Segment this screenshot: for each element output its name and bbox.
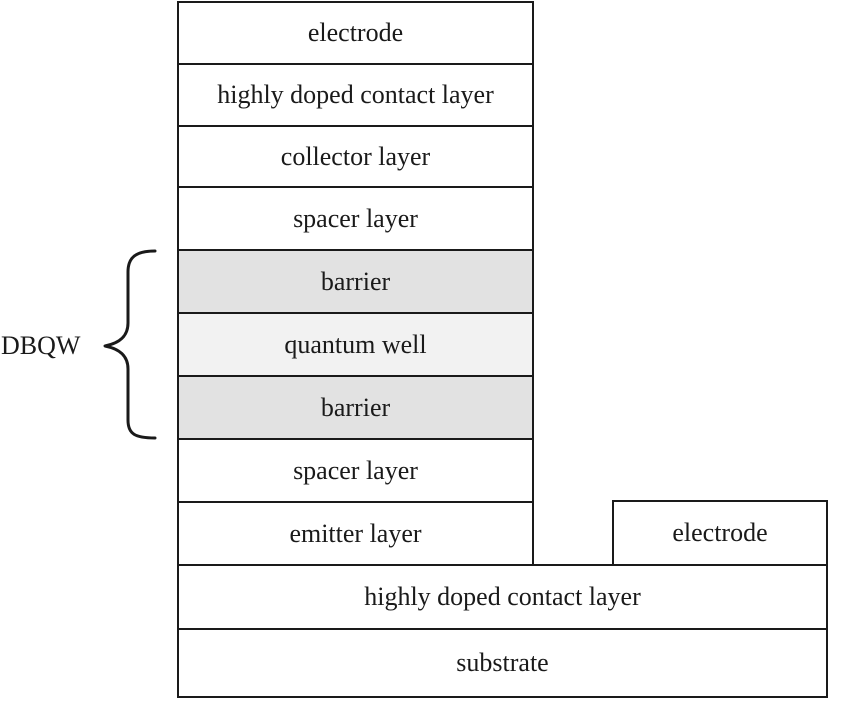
layer-label: highly doped contact layer [217,80,494,109]
layer-barrier-bottom: barrier [177,375,534,440]
layer-label: substrate [456,648,549,677]
layer-label: barrier [320,392,391,422]
layer-quantum-well: quantum well [177,312,534,377]
brace-path [103,249,157,440]
layer-label: quantum well [284,329,427,359]
layer-substrate: substrate [177,628,828,698]
layer-side-electrode: electrode [612,500,828,566]
layer-label: barrier [320,266,391,296]
layer-label: spacer layer [293,455,418,485]
layer-label: spacer layer [293,203,418,233]
dbqw-label: DBQW [1,331,81,360]
layer-label: electrode [672,518,768,547]
layer-label: electrode [307,18,404,47]
layer-label: collector layer [280,141,431,171]
layer-barrier-top: barrier [177,249,534,314]
layer-label: highly doped contact layer [364,582,641,611]
layer-label: emitter layer [289,518,422,548]
